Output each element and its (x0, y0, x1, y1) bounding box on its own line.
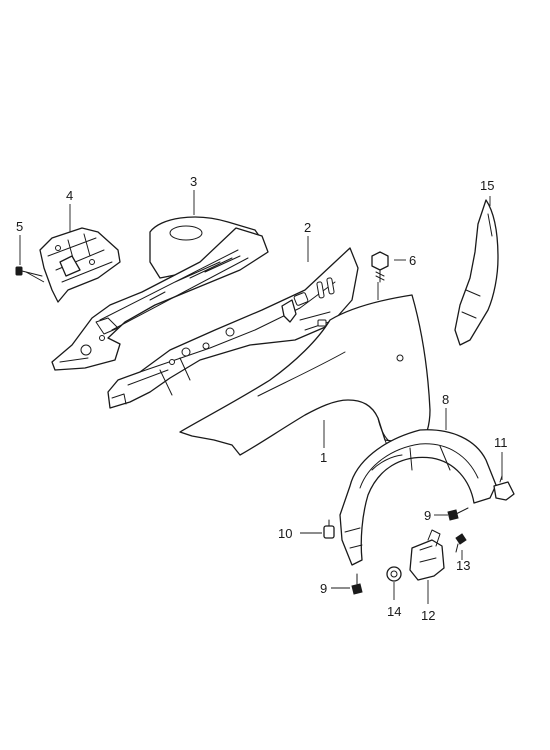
callout-10: 10 (278, 526, 292, 541)
part-9-screw-lower (351, 573, 363, 595)
part-1-front-fender (179, 294, 431, 456)
part-3-side-member (51, 216, 269, 371)
callout-8: 8 (442, 392, 449, 407)
callout-12: 12 (421, 608, 435, 623)
part-11-grommet (493, 475, 515, 501)
part-5-bolt (15, 266, 43, 277)
callout-4: 4 (66, 188, 73, 203)
part-9-screw-upper (447, 507, 469, 521)
callout-13: 13 (456, 558, 470, 573)
part-4-bracket (39, 227, 121, 303)
callout-6: 6 (409, 253, 416, 268)
callout-11: 11 (494, 435, 508, 450)
callout-1: 1 (320, 450, 327, 465)
callout-2: 2 (304, 220, 311, 235)
callout-9-lower: 9 (320, 581, 327, 596)
part-2-inner-fender (107, 247, 359, 409)
callout-3: 3 (190, 174, 197, 189)
callout-15: 15 (480, 178, 494, 193)
part-14-nut (386, 566, 402, 582)
leader-lines (19, 190, 503, 604)
part-12-bracket (409, 529, 445, 581)
part-13-screw (455, 533, 467, 553)
part-10-clip (323, 519, 335, 539)
part-8-wheelhouse-liner (339, 429, 497, 566)
callout-9-upper: 9 (424, 508, 431, 523)
callout-14: 14 (387, 604, 401, 619)
part-15-pillar-trim (454, 199, 499, 346)
callout-5: 5 (16, 219, 23, 234)
part-6-bolt (371, 251, 389, 283)
